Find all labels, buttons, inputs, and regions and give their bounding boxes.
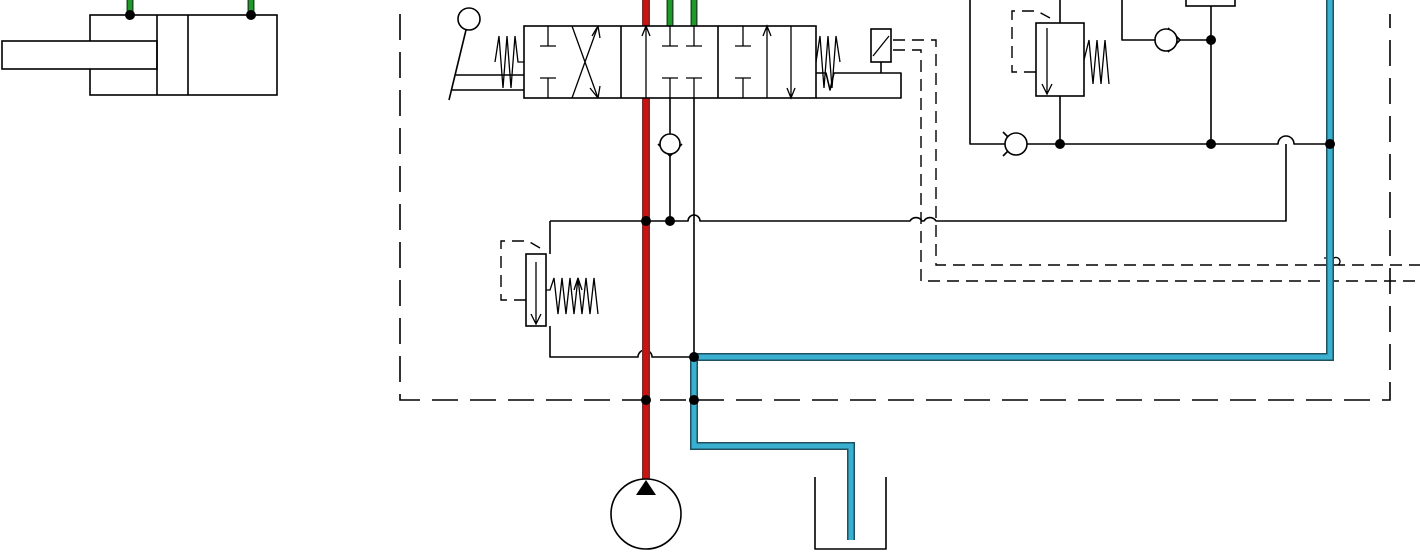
- pressure-relief-valve-icon: [500, 240, 599, 327]
- junction-dots: [125, 10, 1335, 405]
- hydraulic-pump-icon: [610, 478, 682, 550]
- subsystem-boundary: [399, 14, 1391, 401]
- directional-control-valve-icon: [494, 24, 841, 100]
- solenoid-icon: [816, 28, 902, 99]
- check-valve-icon: [1002, 131, 1028, 157]
- check-valve-icon: [1154, 27, 1181, 53]
- double-acting-cylinder-icon: [1, 14, 278, 96]
- pressure-relief-valve-icon: [1011, 0, 1236, 97]
- manual-lever-icon: [448, 7, 524, 101]
- hydraulic-lines: [549, 0, 1330, 400]
- check-valve-icon: [657, 133, 683, 157]
- reservoir-tank-icon: [814, 477, 887, 550]
- pilot-lines: [893, 39, 1420, 282]
